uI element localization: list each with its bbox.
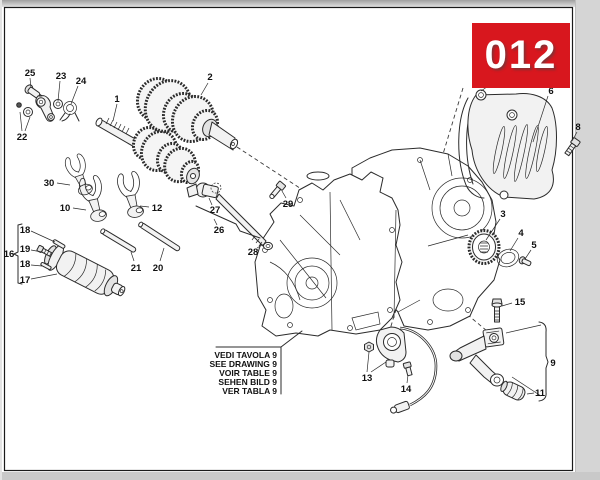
note-line-5: VER TABLA 9 bbox=[222, 386, 277, 396]
callout-26: 26 bbox=[214, 225, 225, 236]
callout-12: 12 bbox=[152, 203, 163, 214]
callout-25: 25 bbox=[25, 68, 36, 79]
callout-19: 19 bbox=[20, 244, 31, 255]
callout-3: 3 bbox=[500, 209, 505, 220]
callout-10: 10 bbox=[60, 203, 71, 214]
note-line-1: VEDI TAVOLA 9 bbox=[214, 350, 277, 360]
callout-21: 21 bbox=[131, 263, 142, 274]
callout-15: 15 bbox=[515, 297, 526, 308]
callout-17: 17 bbox=[20, 275, 31, 286]
callout-29: 29 bbox=[283, 199, 294, 210]
callout-13: 13 bbox=[362, 373, 373, 384]
callout-22: 22 bbox=[17, 132, 28, 143]
shift-shaft-assembly bbox=[186, 180, 287, 251]
callout-20: 20 bbox=[153, 263, 164, 274]
callout-9: 9 bbox=[550, 358, 555, 369]
callout-18b: 18 bbox=[20, 259, 31, 270]
crankcase-left-half bbox=[254, 171, 403, 337]
front-sprocket-group bbox=[427, 229, 532, 268]
table-number-badge: 012 bbox=[472, 23, 570, 88]
gear-lever-assembly bbox=[449, 298, 549, 402]
fork-rod-21 bbox=[100, 228, 137, 253]
gearbox-shaft-1 bbox=[95, 117, 201, 185]
callout-16: 16 bbox=[4, 249, 15, 260]
stopper-lever-parts bbox=[16, 84, 80, 122]
callout-2: 2 bbox=[207, 72, 212, 83]
callout-11: 11 bbox=[535, 388, 546, 399]
scan-edge-left bbox=[0, 0, 2, 480]
callout-1: 1 bbox=[114, 94, 120, 105]
scan-edge-right bbox=[575, 0, 600, 480]
callout-6: 6 bbox=[548, 86, 553, 97]
note-box: VEDI TAVOLA 9 SEE DRAWING 9 VOIR TABLE 9… bbox=[209, 330, 303, 396]
scan-edge-bottom bbox=[0, 472, 600, 480]
page-border bbox=[3, 6, 574, 472]
note-line-2: SEE DRAWING 9 bbox=[209, 359, 277, 369]
table-number: 012 bbox=[484, 33, 558, 77]
callout-27: 27 bbox=[210, 205, 221, 216]
note-line-3: VOIR TABLE 9 bbox=[219, 368, 277, 378]
callout-5: 5 bbox=[531, 240, 537, 251]
callout-4: 4 bbox=[518, 228, 524, 239]
callout-8: 8 bbox=[575, 122, 580, 133]
callout-28: 28 bbox=[248, 247, 259, 258]
leader-lines bbox=[13, 77, 578, 397]
selector-fork-30 bbox=[62, 152, 96, 199]
scan-edge-top bbox=[0, 0, 600, 7]
note-line-4: SEHEN BILD 9 bbox=[218, 377, 277, 387]
gearbox-shaft-2 bbox=[135, 76, 239, 151]
callout-30: 30 bbox=[44, 178, 55, 189]
shift-drum-assembly bbox=[36, 239, 126, 297]
sprocket-cover-assembly bbox=[458, 79, 581, 200]
callout-18a: 18 bbox=[20, 225, 31, 236]
callout-23: 23 bbox=[56, 71, 67, 82]
fork-rod-20 bbox=[138, 221, 181, 252]
callout-14: 14 bbox=[401, 384, 412, 395]
selector-fork-12 bbox=[115, 170, 146, 220]
gear-sensor-assembly bbox=[351, 311, 438, 414]
callout-24: 24 bbox=[76, 76, 87, 87]
